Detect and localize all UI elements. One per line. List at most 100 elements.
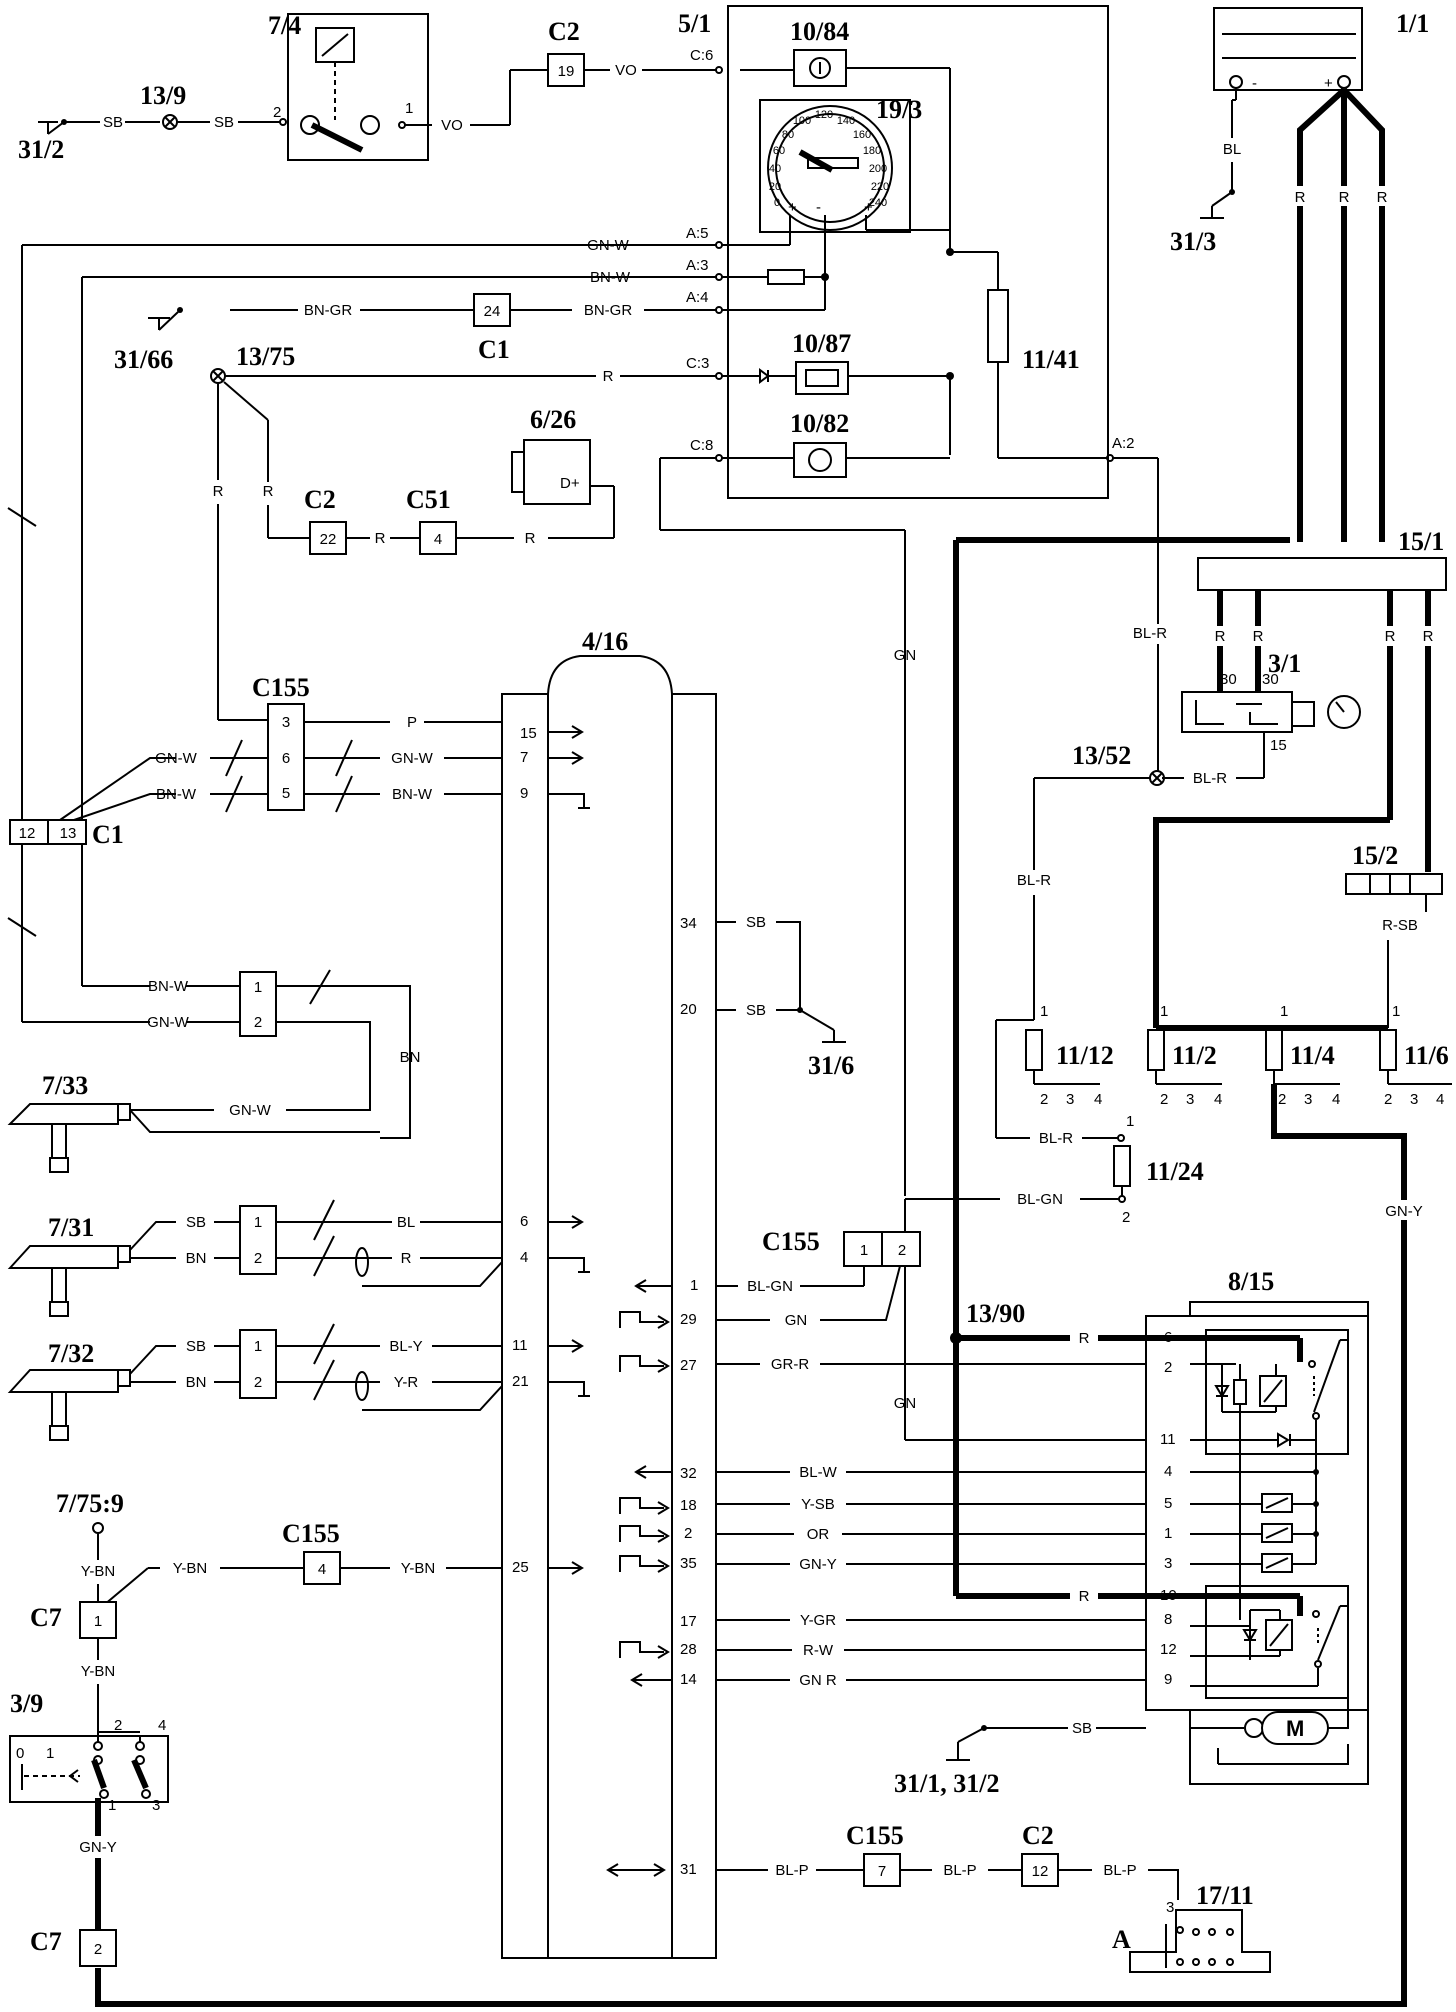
ref-c155-a: C155 bbox=[252, 673, 310, 702]
ref-7-75: 7/75:9 bbox=[56, 1489, 124, 1518]
wire-label: GN-Y bbox=[1385, 1203, 1423, 1220]
svg-text:4: 4 bbox=[318, 1561, 326, 1578]
wire-label: BN bbox=[400, 1049, 421, 1066]
svg-text:14: 14 bbox=[680, 1671, 697, 1688]
connector-24 bbox=[473, 293, 511, 327]
wire-label: BL-Y bbox=[389, 1338, 422, 1355]
wire-label: SB bbox=[1072, 1720, 1092, 1737]
wire-label: GN-W bbox=[155, 750, 197, 767]
svg-text:A:4: A:4 bbox=[686, 289, 709, 306]
svg-text:3: 3 bbox=[1066, 1091, 1074, 1108]
svg-text:4: 4 bbox=[1332, 1091, 1340, 1108]
ref-6-26: 6/26 bbox=[530, 405, 576, 434]
svg-text:6: 6 bbox=[282, 750, 290, 767]
wire-label: GN bbox=[894, 647, 917, 664]
wire-label: R bbox=[603, 368, 614, 385]
svg-text:13: 13 bbox=[60, 825, 77, 842]
svg-text:15: 15 bbox=[520, 725, 537, 742]
wire-label: R bbox=[213, 483, 224, 500]
svg-text:11/24: 11/24 bbox=[1146, 1157, 1204, 1186]
fuse-11-24 bbox=[1113, 1145, 1131, 1187]
wire-label: GN-Y bbox=[799, 1556, 837, 1573]
connector-c155-a bbox=[267, 703, 305, 811]
sensor-7-32 bbox=[7, 1369, 131, 1441]
ref-7-4: 7/4 bbox=[268, 11, 301, 40]
svg-text:32: 32 bbox=[680, 1465, 697, 1482]
connector-c7-1 bbox=[79, 1601, 117, 1639]
svg-text:2: 2 bbox=[1040, 1091, 1048, 1108]
switch-3-9: 2 4 0 1 1 3 bbox=[9, 1717, 169, 1814]
svg-text:1: 1 bbox=[690, 1277, 698, 1294]
wire-label: VO bbox=[441, 117, 463, 134]
svg-text:1: 1 bbox=[1164, 1525, 1172, 1542]
svg-text:C:8: C:8 bbox=[690, 437, 713, 454]
ref-c51: C51 bbox=[406, 485, 451, 514]
svg-text:30: 30 bbox=[1220, 671, 1237, 688]
svg-text:A:3: A:3 bbox=[686, 257, 709, 274]
svg-text:21: 21 bbox=[512, 1373, 529, 1390]
ref-13-75: 13/75 bbox=[236, 342, 295, 371]
ground-31-66 bbox=[148, 307, 183, 331]
ref-c1-mid: C1 bbox=[478, 335, 510, 364]
svg-text:12: 12 bbox=[19, 825, 36, 842]
wire-label: BN-W bbox=[156, 786, 197, 803]
svg-text:A:5: A:5 bbox=[686, 225, 709, 242]
busbar-15-1 bbox=[1197, 557, 1447, 591]
svg-text:4: 4 bbox=[1214, 1091, 1222, 1108]
wire-label: R-SB bbox=[1382, 917, 1418, 934]
ecu-4-16 bbox=[501, 655, 717, 1959]
ref-31-1: 31/1, 31/2 bbox=[894, 1769, 999, 1798]
svg-text:4: 4 bbox=[158, 1717, 166, 1734]
svg-text:6: 6 bbox=[1164, 1329, 1172, 1346]
svg-text:BL-R: BL-R bbox=[1133, 625, 1167, 642]
svg-text:200: 200 bbox=[869, 163, 887, 175]
svg-text:3: 3 bbox=[1164, 1555, 1172, 1572]
ref-4-16: 4/16 bbox=[582, 627, 628, 656]
ref-7-31: 7/31 bbox=[48, 1213, 94, 1242]
svg-text:2: 2 bbox=[1164, 1359, 1172, 1376]
svg-text:100: 100 bbox=[793, 115, 811, 127]
svg-text:18: 18 bbox=[680, 1497, 697, 1514]
ref-5-1: 5/1 bbox=[678, 9, 711, 38]
wire-label: R bbox=[1215, 628, 1226, 645]
wire-label: R bbox=[1339, 189, 1350, 206]
wire-label: BL-R bbox=[1017, 872, 1051, 889]
svg-text:2: 2 bbox=[684, 1525, 692, 1542]
svg-text:140: 140 bbox=[837, 115, 855, 127]
ref-3-9: 3/9 bbox=[10, 1689, 43, 1718]
wire-label: BL-P bbox=[775, 1862, 808, 1879]
svg-text:4: 4 bbox=[1436, 1091, 1444, 1108]
svg-text:35: 35 bbox=[680, 1555, 697, 1572]
wire-label: R bbox=[1079, 1330, 1090, 1347]
wire-label: BL bbox=[1223, 141, 1241, 158]
ground-31-3 bbox=[1200, 191, 1233, 219]
ref-10-82: 10/82 bbox=[790, 409, 849, 438]
svg-text:8: 8 bbox=[1164, 1611, 1172, 1628]
svg-text:1: 1 bbox=[1392, 1003, 1400, 1020]
wire-label: SB bbox=[746, 1002, 766, 1019]
svg-text:20: 20 bbox=[769, 181, 781, 193]
svg-text:60: 60 bbox=[773, 145, 785, 157]
ref-8-15: 8/15 bbox=[1228, 1267, 1274, 1296]
svg-text:D+: D+ bbox=[560, 475, 580, 492]
svg-text:19: 19 bbox=[558, 63, 575, 80]
ref-c2-mid: C2 bbox=[304, 485, 336, 514]
svg-text:25: 25 bbox=[512, 1559, 529, 1576]
ref-7-33: 7/33 bbox=[42, 1071, 88, 1100]
wire-label: GN-W bbox=[391, 750, 433, 767]
wire-label: GR-R bbox=[771, 1356, 809, 1373]
svg-text:240: 240 bbox=[869, 197, 887, 209]
svg-text:11/12: 11/12 bbox=[1056, 1041, 1114, 1070]
wire-label: BL-R bbox=[1039, 1130, 1073, 1147]
wire-label: R bbox=[1295, 189, 1306, 206]
wire-label: BN-GR bbox=[584, 302, 633, 319]
svg-text:10: 10 bbox=[1160, 1587, 1177, 1604]
svg-text:180: 180 bbox=[863, 145, 881, 157]
svg-text:2: 2 bbox=[94, 1941, 102, 1958]
switch-7-4 bbox=[287, 13, 429, 161]
wire-label: R bbox=[401, 1250, 412, 1267]
svg-text:3: 3 bbox=[1186, 1091, 1194, 1108]
wire-label: BN-W bbox=[148, 978, 189, 995]
wire-label: Y-BN bbox=[401, 1560, 435, 1577]
ref-3-1: 3/1 bbox=[1268, 649, 1301, 678]
